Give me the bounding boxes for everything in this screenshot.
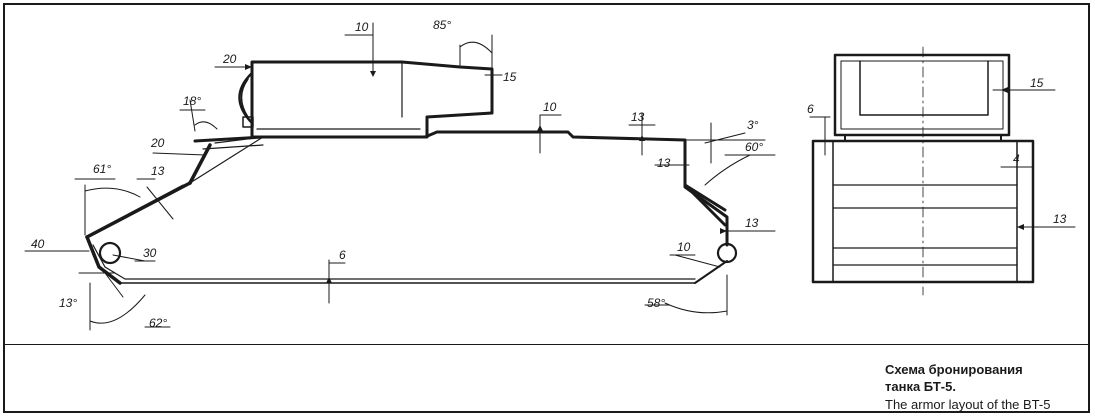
label-rear-plate-angle: 60° <box>745 140 763 154</box>
gun-mantlet-inner <box>240 78 249 118</box>
label-upper-glacis-angle: 18° <box>183 94 201 108</box>
label-rear-lower-thickness: 10 <box>677 240 691 254</box>
caption-title-line1: Схема бронирования <box>885 362 1023 377</box>
label-front-view-hull-side: 4 <box>1013 152 1020 166</box>
upper-glacis <box>188 143 212 185</box>
gun-mantlet <box>238 71 254 125</box>
label-rear-step-angle: 3° <box>747 118 759 132</box>
caption-subtitle: The armor layout of the BT-5 <box>885 397 1051 412</box>
label-front-view-turret-side: 15 <box>1030 76 1044 90</box>
lower-front-plate <box>85 181 192 239</box>
arrowheads <box>245 64 1024 283</box>
label-hull-floor: 6 <box>339 248 346 262</box>
mantlet-mount <box>242 116 254 128</box>
front-turret-outline <box>833 53 1011 137</box>
label-turret-rear: 15 <box>503 70 517 84</box>
label-rear-plate-lower: 13 <box>657 156 671 170</box>
label-nose-bottom: 30 <box>143 246 157 260</box>
drawing-area: 10 85° 15 20 10 18° 20 61° 13 40 30 13° … <box>5 5 1088 345</box>
armor-diagram: 10 85° 15 20 10 18° 20 61° 13 40 30 13° … <box>24 18 1076 331</box>
front-view <box>809 46 1076 296</box>
hull-side-view <box>85 130 738 285</box>
label-rear-plate-upper: 13 <box>631 110 645 124</box>
rear-lower-plate <box>694 260 728 284</box>
dimension-labels: 10 85° 15 20 10 18° 20 61° 13 40 30 13° … <box>31 18 1067 330</box>
page-frame: 10 85° 15 20 10 18° 20 61° 13 40 30 13° … <box>3 3 1090 413</box>
label-nose: 40 <box>31 237 45 251</box>
label-lower-front-thickness: 13 <box>151 164 165 178</box>
front-wheel-icon <box>98 241 122 265</box>
label-lower-front-angle: 61° <box>93 162 111 176</box>
nose-plate <box>85 235 122 285</box>
caption: Схема бронирования танка БТ-5. The armor… <box>885 361 1085 413</box>
front-hull-verticals <box>832 140 1018 283</box>
label-upper-glacis-thickness: 20 <box>150 136 165 150</box>
label-rear-lower-angle: 58° <box>647 296 665 310</box>
turret-side-view <box>238 60 494 139</box>
caption-title-line2: танка БТ-5. <box>885 379 956 394</box>
front-turret-inner <box>840 60 1004 130</box>
label-nose-angle-small: 13° <box>59 296 77 310</box>
label-mantlet: 20 <box>222 52 237 66</box>
turret-outline <box>250 60 494 139</box>
turret-inner-line <box>256 61 421 130</box>
label-nose-angle-bottom: 62° <box>149 316 167 330</box>
hull-outline <box>193 130 727 227</box>
label-turret-top: 10 <box>355 20 369 34</box>
label-rear-side: 13 <box>745 216 759 230</box>
label-turret-front-angle: 85° <box>433 18 451 32</box>
label-front-view-lower-side: 13 <box>1053 212 1067 226</box>
label-front-view-turret: 6 <box>807 102 814 116</box>
hull-inner-line <box>92 144 696 280</box>
label-hull-top: 10 <box>543 100 557 114</box>
rear-wheel-icon <box>716 242 738 264</box>
dimension-lines <box>24 22 776 331</box>
front-hull-bands <box>832 184 1018 266</box>
